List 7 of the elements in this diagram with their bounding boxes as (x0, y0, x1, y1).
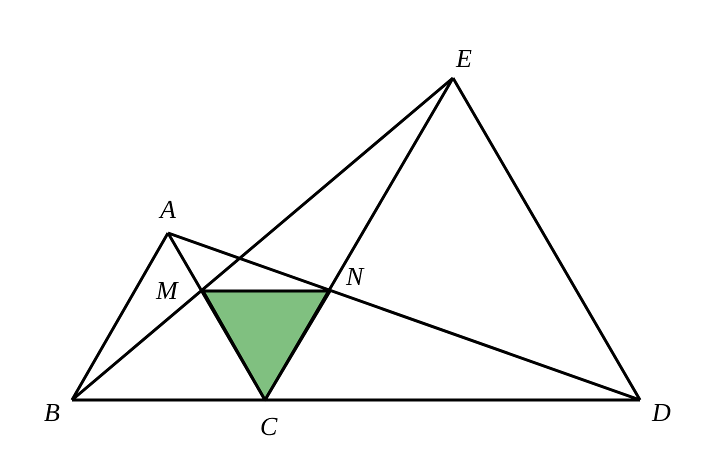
point-label: M (156, 278, 178, 304)
point-label: D (652, 400, 671, 426)
point-label: B (44, 400, 60, 426)
point-label: N (346, 264, 364, 290)
point-label: C (260, 414, 278, 440)
point-label: E (456, 46, 472, 72)
point-label: A (160, 197, 176, 223)
